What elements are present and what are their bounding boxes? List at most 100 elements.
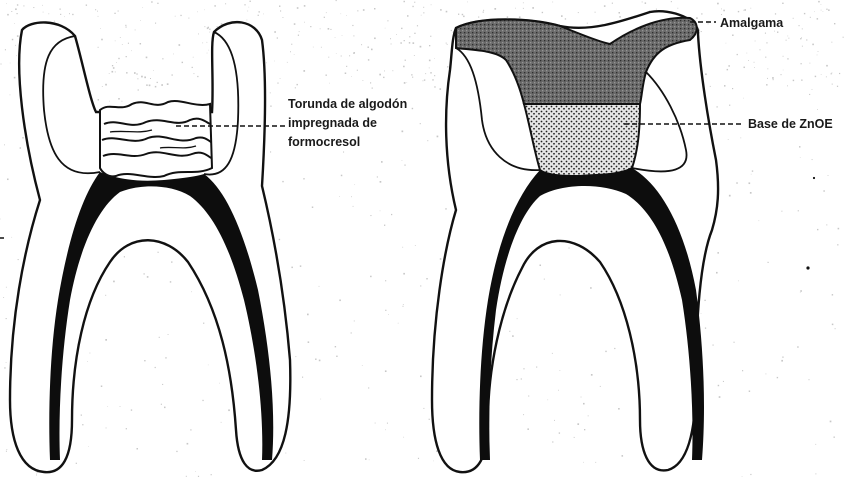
speckle-dot xyxy=(759,220,760,221)
speckle-dot xyxy=(17,13,18,14)
speckle-dot xyxy=(622,455,624,457)
speckle-dot xyxy=(717,3,719,5)
speckle-dot xyxy=(182,62,183,63)
speckle-dot xyxy=(701,313,702,314)
speckle-dot xyxy=(447,44,448,45)
speckle-dot xyxy=(328,57,329,58)
speckle-dot xyxy=(830,421,832,423)
speckle-dot xyxy=(125,25,126,26)
speckle-dot xyxy=(417,25,418,26)
speckle-dot xyxy=(165,357,166,358)
speckle-dot xyxy=(671,1,672,2)
speckle-dot xyxy=(280,78,281,79)
speckle-dot xyxy=(738,11,739,12)
speckle-dot xyxy=(346,66,347,67)
speckle-dot xyxy=(118,98,120,100)
speckle-dot xyxy=(750,192,752,194)
speckle-dot xyxy=(15,8,17,10)
speckle-dot xyxy=(421,15,422,16)
speckle-dot xyxy=(312,207,313,208)
speckle-dot xyxy=(517,318,518,319)
speckle-dot xyxy=(723,381,724,382)
speckle-dot xyxy=(326,75,327,76)
speckle-dot xyxy=(187,443,189,445)
speckle-dot xyxy=(544,279,545,280)
speckle-dot xyxy=(336,356,337,357)
speckle-dot xyxy=(777,32,778,33)
speckle-dot xyxy=(512,335,514,337)
speckle-dot xyxy=(126,56,127,57)
speckle-dot xyxy=(800,290,802,292)
speckle-dot xyxy=(172,74,173,75)
speckle-dot xyxy=(329,83,330,84)
speckle-dot xyxy=(109,73,110,74)
speckle-dot xyxy=(208,365,209,366)
speckle-dot xyxy=(423,7,424,8)
speckle-dot xyxy=(815,444,816,445)
speckle-dot xyxy=(432,79,433,80)
speckle-dot xyxy=(368,387,369,388)
speckle-dot xyxy=(561,15,563,17)
speckle-dot xyxy=(821,74,822,75)
speckle-dot xyxy=(370,215,371,216)
speckle-dot xyxy=(112,71,114,73)
speckle-dot xyxy=(161,404,162,405)
speckle-dot xyxy=(175,16,176,17)
speckle-dot xyxy=(16,55,17,56)
speckle-dot xyxy=(588,415,589,416)
speckle-dot xyxy=(547,400,548,401)
speckle-dot xyxy=(336,53,337,54)
speckle-dot xyxy=(782,3,783,4)
speckle-dot xyxy=(523,368,524,369)
speckle-dot xyxy=(149,85,151,87)
speckle-dot xyxy=(6,451,7,452)
speckle-dot xyxy=(388,314,389,315)
speckle-dot xyxy=(368,47,369,48)
speckle-dot xyxy=(171,261,172,262)
speckle-dot xyxy=(727,69,728,70)
speckle-dot xyxy=(128,43,129,44)
left-tooth xyxy=(10,22,290,472)
speckle-dot xyxy=(804,13,805,14)
speckle-dot xyxy=(381,161,383,163)
speckle-dot xyxy=(701,31,702,32)
speckle-dot xyxy=(144,273,145,274)
speckle-dot xyxy=(385,370,387,372)
speckle-dot xyxy=(710,86,711,87)
speckle-dot xyxy=(155,23,156,24)
speckle-dot xyxy=(109,101,110,102)
speckle-dot xyxy=(345,73,347,75)
speckle-dot xyxy=(357,70,358,71)
speckle-dot xyxy=(814,11,815,12)
speckle-dot xyxy=(560,295,561,296)
speckle-dot xyxy=(832,84,833,85)
speckle-dot xyxy=(54,21,55,22)
speckle-dot xyxy=(88,446,89,447)
speckle-dot xyxy=(151,1,152,2)
speckle-dot xyxy=(437,136,439,138)
speckle-dot xyxy=(112,65,113,66)
zoe-base xyxy=(524,104,640,176)
speckle-dot xyxy=(752,170,753,171)
speckle-dot xyxy=(403,306,404,307)
speckle-dot xyxy=(440,88,442,90)
speckle-dot xyxy=(834,437,835,438)
speckle-dot xyxy=(409,36,410,37)
speckle-dot xyxy=(23,5,24,6)
speckle-dot xyxy=(7,179,9,181)
speckle-dot xyxy=(817,229,818,230)
speckle-dot xyxy=(446,11,448,13)
speckle-dot xyxy=(765,33,766,34)
speckle-dot xyxy=(823,190,824,191)
speckle-dot xyxy=(721,14,722,15)
speckle-dot xyxy=(401,28,402,29)
speckle-dot xyxy=(424,79,425,80)
speckle-dot xyxy=(295,356,296,357)
speckle-dot xyxy=(612,3,613,4)
speckle-dot xyxy=(170,281,171,282)
speckle-dot xyxy=(810,63,811,64)
speckle-dot xyxy=(552,353,553,354)
speckle-dot xyxy=(744,9,746,11)
speckle-dot xyxy=(509,331,510,332)
